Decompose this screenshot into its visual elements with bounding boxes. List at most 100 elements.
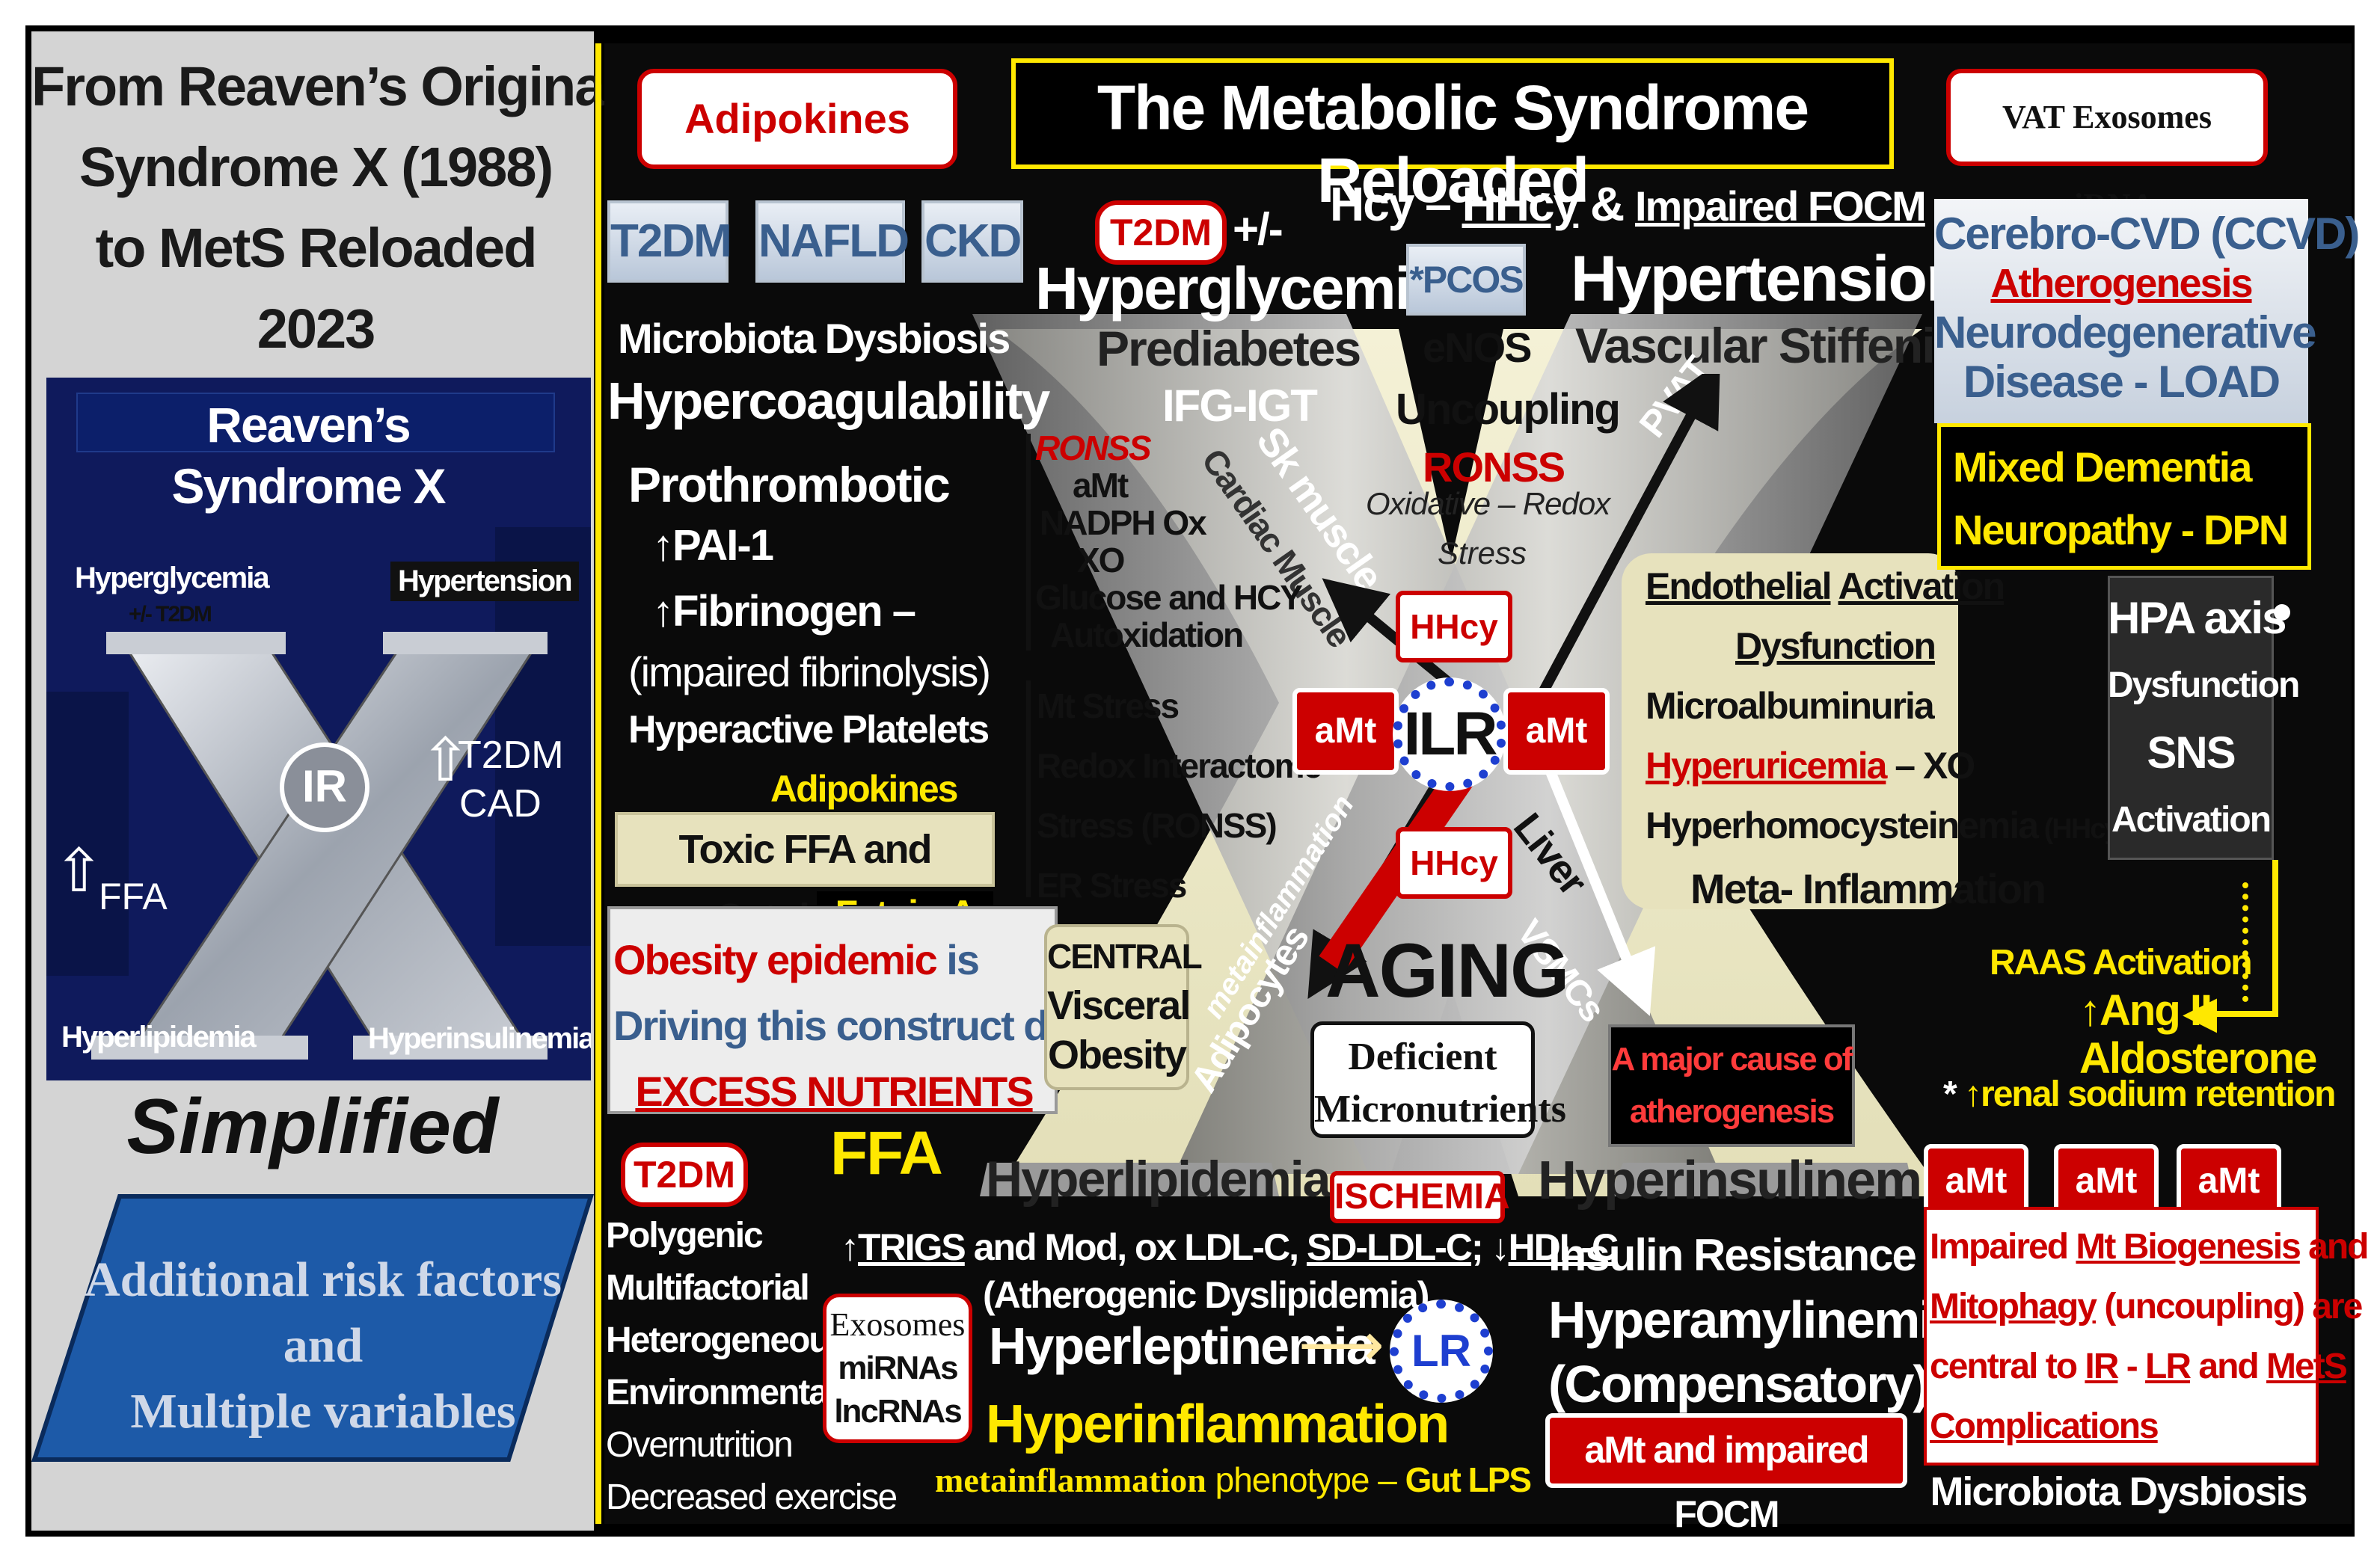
imp-j: and bbox=[2190, 1347, 2267, 1386]
inset-t2dm-small: +/- T2DM bbox=[129, 602, 212, 627]
stress-list: Mt Stress Redox Interactome Stress (RONS… bbox=[1037, 676, 1322, 915]
bl-6: Decreased exercise bbox=[606, 1478, 898, 1517]
inset-hypertension: Hypertension bbox=[390, 562, 579, 601]
raas-1: RAAS Activation bbox=[1990, 943, 2253, 983]
inset-title-line-2: Syndrome X bbox=[171, 458, 446, 514]
trigs-text: ↑TRIGS and Mod, ox LDL-C, SD-LDL-C; ↓HDL… bbox=[841, 1223, 1619, 1319]
renal-text: * ↑renal sodium retention bbox=[1943, 1074, 2336, 1114]
central-box: CENTRAL Visceral Obesity bbox=[1044, 924, 1203, 1090]
obesity-text: Obesity epidemic is Driving this constru… bbox=[613, 927, 1141, 1125]
hpa-4: Activation bbox=[2111, 800, 2272, 840]
endo-c: Dysfunction bbox=[1735, 625, 1936, 667]
imp-b: Mt Biogenesis bbox=[2076, 1227, 2301, 1267]
tag-ckd: CKD bbox=[921, 200, 1023, 283]
raas-text: RAAS Activation ↑Ang II Aldosterone bbox=[1990, 939, 2317, 1083]
cerebro-box bbox=[1934, 199, 2308, 423]
ilr-circle: ILR bbox=[1393, 677, 1506, 791]
inset-up-arrow-t2dm: ⇧ bbox=[420, 727, 471, 793]
imp-h: - bbox=[2117, 1347, 2146, 1386]
risk-box-text: Additional risk factors and Multiple var… bbox=[54, 1247, 592, 1445]
stress-2: Redox Interactome bbox=[1037, 746, 1322, 785]
lr-label: LR bbox=[1411, 1326, 1471, 1376]
imp-i: LR bbox=[2145, 1347, 2192, 1386]
obesity-d: EXCESS NUTRIENTS bbox=[635, 1068, 1034, 1115]
renal-1: renal sodium retention bbox=[1981, 1074, 2336, 1114]
ir-1: Insulin Resistance (IR) bbox=[1548, 1230, 1996, 1280]
amt-left: aMt bbox=[1292, 688, 1399, 775]
enos: eNOS bbox=[1423, 324, 1532, 371]
ilr-label: ILR bbox=[1403, 700, 1497, 768]
amt-right: aMt bbox=[1503, 688, 1610, 775]
hyperinflammation: Hyperinflammation bbox=[986, 1395, 1450, 1454]
inset-hyperlipidemia: Hyperlipidemia bbox=[61, 1021, 257, 1054]
lr-circle: LR bbox=[1390, 1300, 1493, 1403]
mp-a: metainflammation bbox=[935, 1461, 1206, 1499]
fibrinogen: ↑Fibrinogen – bbox=[652, 587, 916, 636]
ffa-yellow: FFA bbox=[830, 1119, 943, 1187]
bottom-left-list: Polygenic Multifactorial Heterogeneous E… bbox=[606, 1210, 898, 1524]
inset-ffa: FFA bbox=[99, 876, 168, 917]
ischemia: ISCHEMIA bbox=[1330, 1171, 1510, 1223]
hypertension-top: Hypertension bbox=[1571, 243, 1966, 315]
ronss-5: Glucose and HCY bbox=[1035, 578, 1303, 617]
impaired-text: Impaired Mt Biogenesis and Mitophagy (un… bbox=[1930, 1217, 2369, 1457]
aging: AGING bbox=[1325, 928, 1569, 1013]
left-title-line-3: to MetS Reloaded bbox=[95, 217, 538, 279]
mp-c: Gut LPS bbox=[1405, 1460, 1532, 1499]
hyperleptinemia: Hyperleptinemia bbox=[989, 1317, 1375, 1375]
bracket-2 bbox=[1026, 680, 1031, 897]
ifg-igt: IFG-IGT bbox=[1162, 381, 1318, 431]
obesity-c: Driving this construct due to bbox=[613, 1002, 1141, 1049]
hyperactive-platelets: Hyperactive Platelets bbox=[628, 708, 990, 751]
trigs-c: SD-LDL-C bbox=[1306, 1226, 1473, 1268]
ronss-4: XO bbox=[1077, 541, 1125, 579]
risk-line-3: Multiple variables bbox=[130, 1384, 516, 1439]
endothelial-text: Endothelial Activation Dysfunction Micro… bbox=[1646, 556, 2128, 919]
hypercoagulability: Hypercoagulability bbox=[607, 372, 1050, 430]
inset-decor-2 bbox=[46, 692, 129, 976]
yellow-divider bbox=[595, 43, 601, 1524]
hyperlipidemia-center: Hyperlipidemia bbox=[986, 1151, 1331, 1208]
left-title-line-1: From Reaven’s Original bbox=[31, 55, 619, 117]
deficient-1: Deficient bbox=[1348, 1036, 1497, 1078]
left-title: From Reaven’s Original Syndrome X (1988)… bbox=[31, 46, 619, 369]
central-3: Obesity bbox=[1047, 1033, 1187, 1077]
hpa-text: HPA axis Dysfunction SNS Activation bbox=[2108, 585, 2300, 854]
ronss-3: NADPH Ox bbox=[1040, 503, 1207, 542]
exosomes-box: Exosomes miRNAs lncRNAs bbox=[823, 1294, 972, 1443]
ronss-6: Autoxidation bbox=[1050, 615, 1244, 654]
t2dm-pill-bottom: T2DM bbox=[621, 1143, 748, 1207]
hyperinsulinemia-center: Hyperinsulinemia bbox=[1538, 1151, 1964, 1211]
hyperglycemia-top: Hyperglycemia bbox=[1035, 255, 1443, 322]
hpa-3: SNS bbox=[2147, 728, 2236, 778]
main-title-box bbox=[1011, 58, 1894, 169]
obesity-b: is bbox=[936, 936, 980, 983]
stress-3: Stress (RONSS) bbox=[1037, 806, 1278, 845]
inset-up-arrow-ffa: ⇧ bbox=[54, 837, 105, 904]
prothrombotic: Prothrombotic bbox=[628, 457, 951, 512]
inset-cad: CAD bbox=[459, 782, 542, 825]
bl-5: Overnutrition bbox=[606, 1425, 794, 1465]
cerebro-2: Atherogenesis bbox=[1990, 261, 2253, 306]
tag-t2dm: T2DM bbox=[607, 200, 732, 283]
hpa-box bbox=[2108, 576, 2274, 860]
imp-a: Impaired bbox=[1930, 1227, 2076, 1267]
renal-asterisk: * bbox=[1943, 1074, 1957, 1114]
vascular-stiffening: Vascular Stiffening bbox=[1575, 318, 1993, 373]
ronss-list: RONSS aMt NADPH Ox XO Glucose and HCY Au… bbox=[1035, 429, 1303, 654]
bl-2: Multifactorial bbox=[606, 1268, 810, 1308]
stress-4: ER Stress bbox=[1037, 866, 1187, 905]
deficient-2: Micronutrients bbox=[1314, 1088, 1566, 1131]
yellow-dotted bbox=[2242, 882, 2248, 1002]
cerebro-1: Cerebro-CVD (CCVD) bbox=[1934, 209, 2360, 259]
toxic-ffa-box: Toxic FFA and Cytokines bbox=[615, 812, 995, 941]
cerebro-4: Disease - LOAD bbox=[1963, 357, 2281, 407]
major-1: A major cause of bbox=[1611, 1041, 1853, 1077]
inset-ir-label: IR bbox=[302, 761, 347, 811]
trigs-a: TRIGS bbox=[858, 1226, 966, 1268]
hpa-1: HPA axis bbox=[2108, 593, 2287, 643]
inset-ir-circle: IR bbox=[280, 742, 369, 832]
central-1: CENTRAL bbox=[1047, 937, 1203, 976]
hcy-d: Impaired FOCM bbox=[1634, 182, 1927, 230]
hpa-2: Dysfunction bbox=[2108, 665, 2300, 705]
